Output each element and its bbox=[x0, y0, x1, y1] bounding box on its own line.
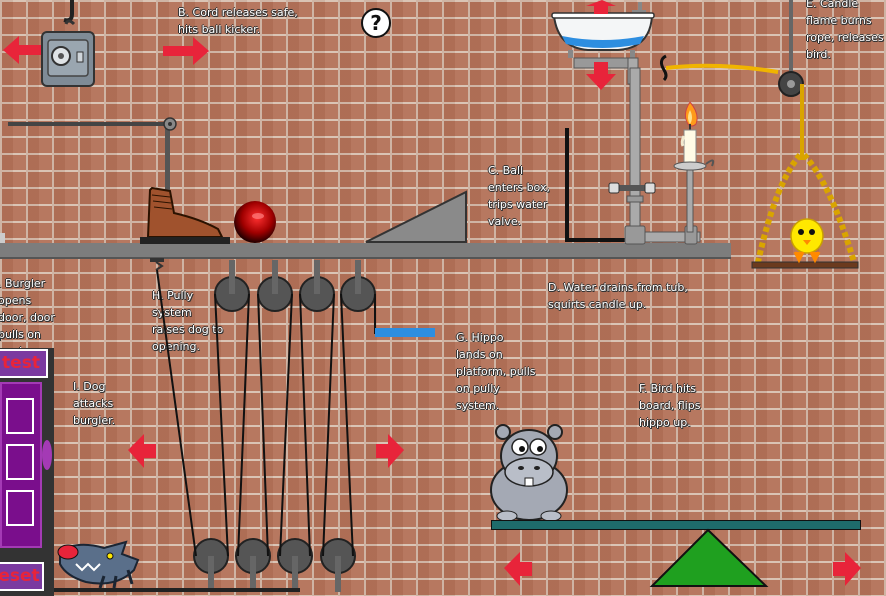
safe[interactable] bbox=[28, 0, 108, 95]
note-h: H. Pully system raises dog to opening. bbox=[152, 289, 224, 353]
kicker-lever bbox=[0, 117, 177, 245]
candle[interactable] bbox=[668, 100, 718, 210]
dog[interactable] bbox=[56, 540, 146, 590]
note-i: I. Dog attacks burgler. bbox=[73, 380, 116, 427]
seesaw-board[interactable] bbox=[491, 520, 861, 530]
arrow-left-icon[interactable] bbox=[3, 32, 43, 72]
arrow-up-icon[interactable] bbox=[586, 0, 618, 20]
bird[interactable] bbox=[785, 216, 829, 264]
red-ball[interactable] bbox=[233, 200, 279, 246]
help-button[interactable]: ? bbox=[361, 8, 391, 38]
main-shelf bbox=[0, 243, 731, 259]
test-button[interactable]: test bbox=[0, 349, 48, 378]
arrow-right-icon[interactable] bbox=[833, 550, 863, 590]
note-d: D. Water drains from tub, squirts candle… bbox=[548, 281, 688, 311]
note-b: B. Cord releases safe, hits ball kicker. bbox=[178, 6, 298, 36]
arrow-right-icon[interactable] bbox=[376, 432, 406, 472]
note-c: C. Ball enters box, trips water valve. bbox=[488, 164, 550, 228]
note-g: G. Hippo lands on platform, pulls on pul… bbox=[456, 331, 536, 412]
arrow-right-icon[interactable] bbox=[163, 33, 211, 73]
water-pipe bbox=[565, 67, 701, 245]
water-bucket bbox=[375, 328, 435, 337]
ramp bbox=[365, 190, 467, 243]
pulley-system bbox=[50, 258, 376, 592]
arrow-left-icon[interactable] bbox=[504, 550, 534, 590]
reset-button[interactable]: eset bbox=[0, 562, 44, 591]
hippo[interactable] bbox=[487, 420, 573, 522]
boot[interactable] bbox=[140, 185, 230, 245]
note-f: F. Bird hits board, flips hippo up. bbox=[639, 382, 701, 429]
seesaw-fulcrum bbox=[649, 528, 769, 587]
boot-base bbox=[140, 237, 230, 244]
note-e: E. Candle flame burns rope, releases bir… bbox=[806, 0, 884, 61]
arrow-left-icon[interactable] bbox=[128, 432, 158, 472]
arrow-down-icon[interactable] bbox=[586, 62, 618, 92]
door-knob bbox=[42, 440, 52, 470]
rope-pulley bbox=[659, 0, 859, 269]
door[interactable] bbox=[0, 382, 42, 548]
